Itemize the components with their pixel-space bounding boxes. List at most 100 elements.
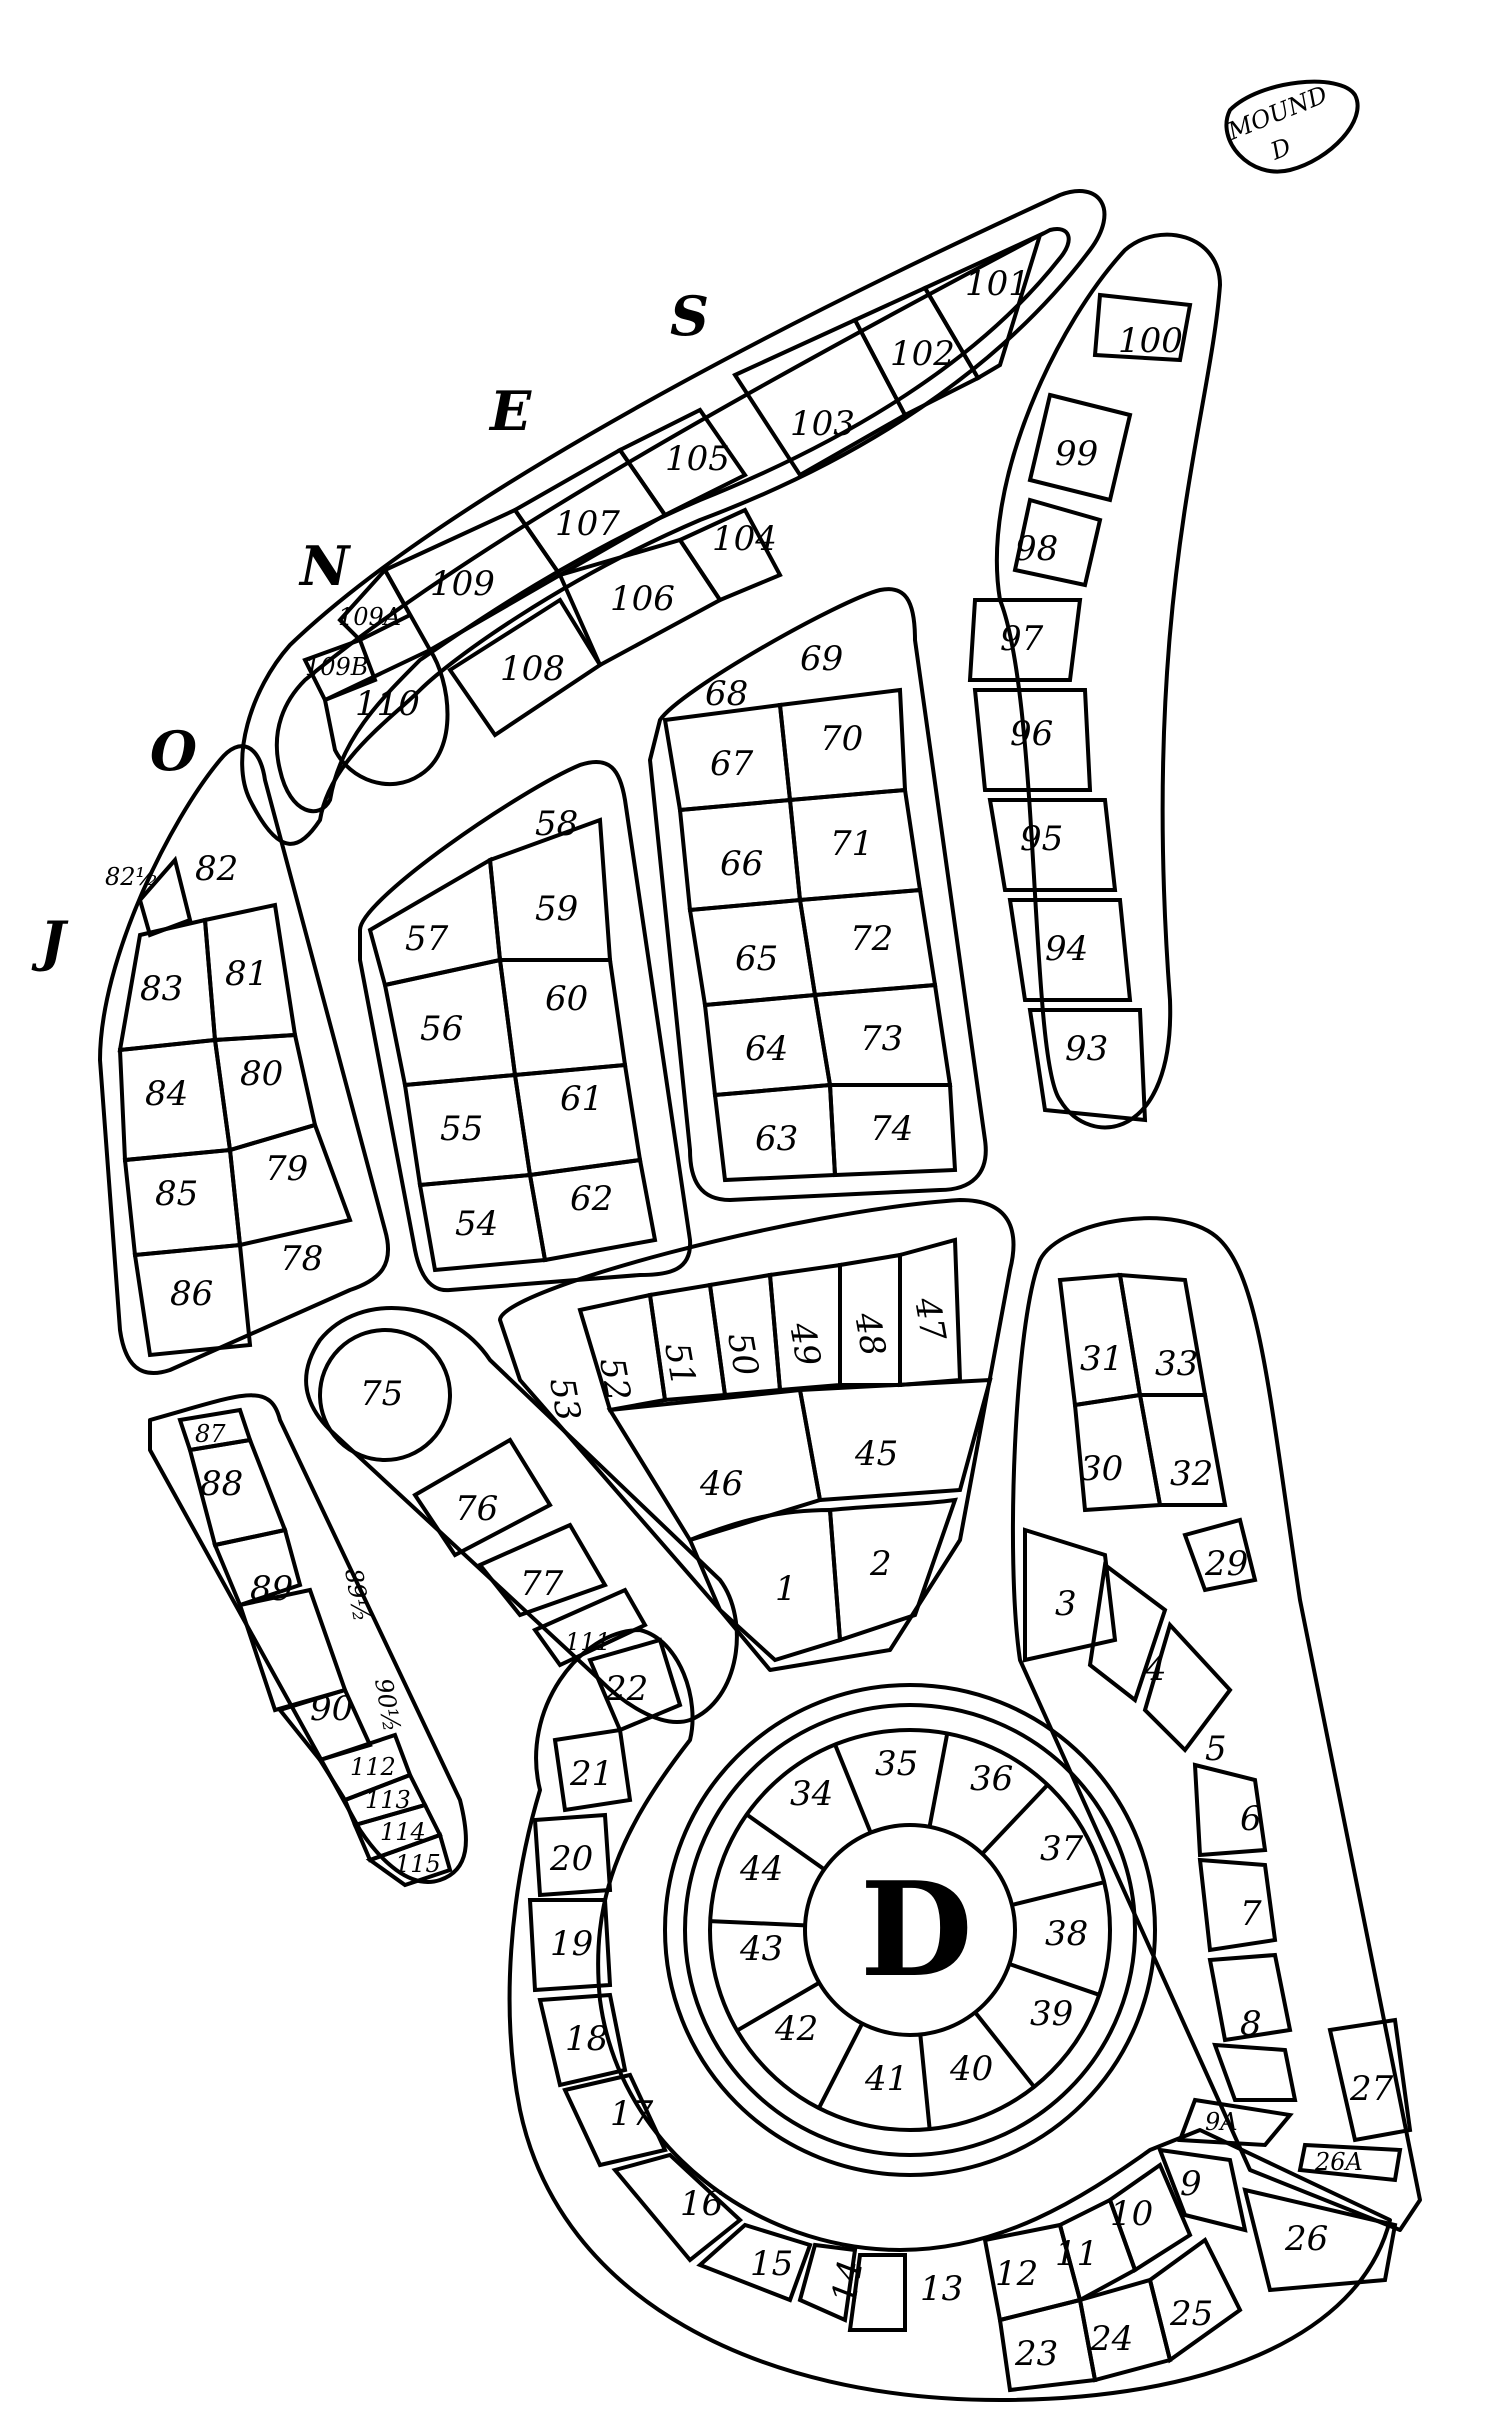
circle-divider	[927, 1733, 950, 1828]
lot-30: 30	[1080, 1449, 1123, 1489]
block-southwest-strip: 87 88 89 89½ 90 90½ 112 113 114 115	[148, 1393, 468, 1888]
circle-divider	[1011, 1880, 1105, 1907]
lot-13: 13	[920, 2269, 963, 2309]
lot-48: 48	[846, 1309, 893, 1360]
lot-82: 82	[195, 849, 238, 889]
lot-3: 3	[1055, 1584, 1077, 1624]
lot-95: 95	[1020, 819, 1063, 859]
lot-9: 9	[1180, 2164, 1202, 2204]
lot-110: 110	[355, 684, 420, 724]
street-letter-o: O	[150, 719, 197, 783]
lot-87: 87	[195, 1420, 226, 1448]
lot-19: 19	[550, 1924, 593, 1964]
lot-101: 101	[965, 264, 1030, 304]
lot-63: 63	[755, 1119, 798, 1159]
lot-6: 6	[1240, 1799, 1262, 1839]
lot-103: 103	[790, 404, 855, 444]
block-center: 53 52 51 50 49 48 47 46 45 1 2	[498, 1198, 1016, 1672]
circle-divider	[817, 2022, 864, 2109]
center-label-d: D	[860, 1853, 973, 2006]
block-outer-ring: 22 21 20 19 18 17 16 15 14 13 12 11 10 2…	[507, 1628, 1392, 2402]
circle-divider	[918, 2034, 932, 2130]
lot-49: 49	[781, 1319, 828, 1370]
street-letter-j: J	[31, 909, 69, 973]
lot-86: 86	[170, 1274, 213, 1314]
lot-105: 105	[665, 439, 730, 479]
lot-109b: 109B	[305, 653, 368, 681]
lot-97: 97	[1000, 619, 1044, 659]
lot-54: 54	[455, 1204, 498, 1244]
street-name-jones: J O N E S	[31, 284, 709, 973]
street-letter-e: E	[488, 379, 532, 443]
lot-59: 59	[535, 889, 578, 929]
lot-5: 5	[1205, 1729, 1227, 1769]
lot-88: 88	[200, 1464, 243, 1504]
block-center-north: 68 69 67 70 66 71 65 72 64 73 63 74	[648, 587, 988, 1202]
lot-41: 41	[864, 2059, 908, 2099]
lot-90-half: 90½	[369, 1676, 406, 1734]
lot-96: 96	[1010, 714, 1053, 754]
lot-55: 55	[440, 1109, 483, 1149]
lot-32: 32	[1170, 1454, 1213, 1494]
lot-79: 79	[265, 1149, 308, 1189]
lot-74: 74	[870, 1109, 913, 1149]
lot-98: 98	[1015, 529, 1058, 569]
street-letter-n: N	[298, 534, 352, 598]
lot-114: 114	[380, 1818, 426, 1846]
lot-44: 44	[739, 1849, 783, 1889]
lot-10: 10	[1110, 2194, 1153, 2234]
lot-17: 17	[610, 2094, 654, 2134]
lot-23: 23	[1014, 2334, 1058, 2374]
lot-100: 100	[1118, 321, 1183, 361]
lot-94: 94	[1045, 929, 1088, 969]
lot-22: 22	[604, 1669, 648, 1709]
lot-60: 60	[545, 979, 588, 1019]
lot-90: 90	[310, 1689, 353, 1729]
lot-82-half: 82½	[105, 863, 159, 891]
lot-8: 8	[1240, 2004, 1262, 2044]
lot-62: 62	[570, 1179, 613, 1219]
lot-39: 39	[1030, 1994, 1073, 2034]
circle-divider	[833, 1743, 873, 1834]
lot-9a: 9A	[1205, 2108, 1238, 2136]
lot-16: 16	[680, 2184, 723, 2224]
lot-93: 93	[1065, 1029, 1108, 1069]
lot-31: 31	[1080, 1339, 1123, 1379]
lot-29: 29	[1204, 1544, 1248, 1584]
lot-84: 84	[145, 1074, 188, 1114]
mound-d: MOUND D	[1223, 79, 1360, 174]
lot-106: 106	[610, 579, 675, 619]
lot-115: 115	[395, 1850, 441, 1878]
lot-11: 11	[1055, 2234, 1098, 2274]
lot-61: 61	[560, 1079, 603, 1119]
lot-24: 24	[1089, 2319, 1133, 2359]
lot-99: 99	[1055, 434, 1098, 474]
lot-58: 58	[535, 804, 578, 844]
lot-66: 66	[720, 844, 763, 884]
mound-label-line2: D	[1266, 132, 1295, 166]
circle-divider	[980, 1783, 1050, 1856]
lot-26a: 26A	[1314, 2148, 1363, 2176]
lot-27: 27	[1349, 2069, 1394, 2109]
lot-89-half: 89½	[339, 1566, 376, 1624]
block-southeast: 31 33 30 32 29 3 4 5 6 7 8 9A 9 27 26A 2…	[1010, 1216, 1422, 2293]
lot-1: 1	[775, 1569, 797, 1609]
lot-104: 104	[712, 519, 777, 559]
lot-45: 45	[854, 1434, 898, 1474]
lot-36: 36	[970, 1759, 1013, 1799]
lot-18: 18	[565, 2019, 608, 2059]
lot-2: 2	[869, 1544, 892, 1584]
lot-43: 43	[739, 1929, 783, 1969]
circle-lot-dividers	[710, 1733, 1105, 2130]
lot-57: 57	[405, 919, 449, 959]
lot-51: 51	[656, 1340, 703, 1390]
lot-68: 68	[705, 674, 748, 714]
lot-26: 26	[1284, 2219, 1328, 2259]
lot-85: 85	[155, 1174, 198, 1214]
lot-35: 35	[875, 1744, 918, 1784]
lot-34: 34	[790, 1774, 833, 1814]
lot-38: 38	[1045, 1914, 1088, 1954]
lot-80: 80	[240, 1054, 283, 1094]
lot-21: 21	[569, 1754, 613, 1794]
